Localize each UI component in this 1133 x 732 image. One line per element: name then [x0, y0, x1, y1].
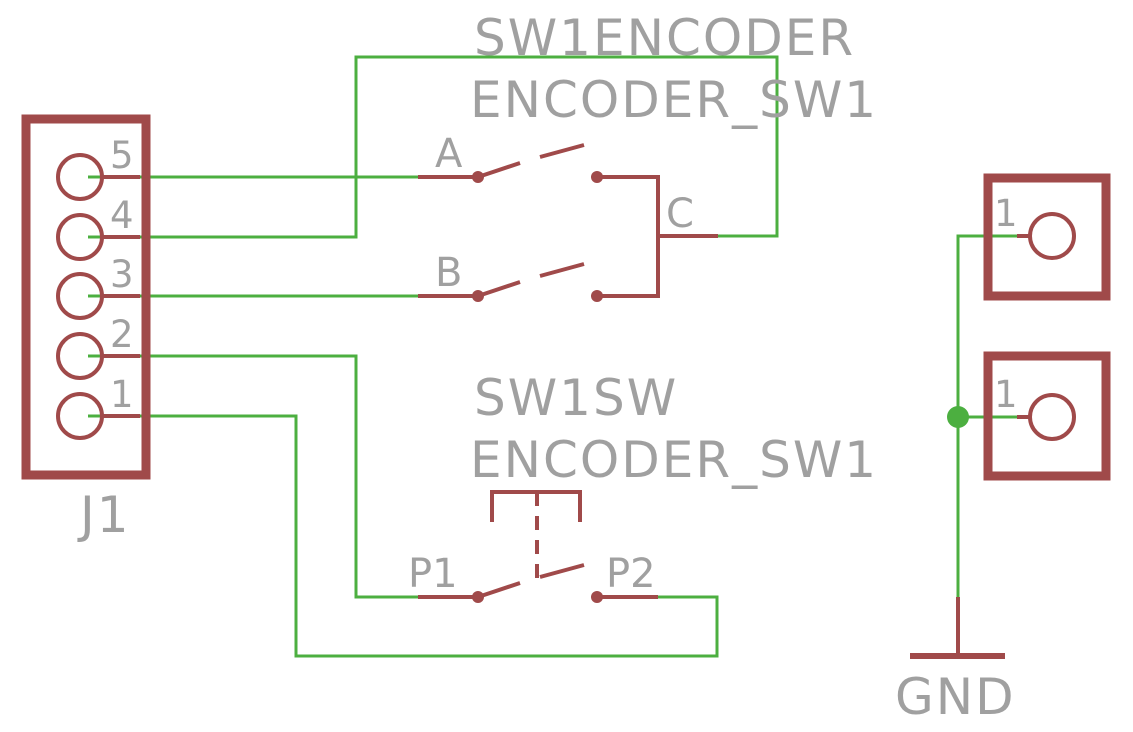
- pad-top[interactable]: 1: [983, 173, 1111, 301]
- encoder-pin-c-label: C: [666, 191, 694, 237]
- encoder-pin-b-label: B: [435, 250, 462, 296]
- pad-top-body: [983, 173, 1111, 301]
- encoder-name: SW1ENCODER: [474, 9, 855, 67]
- push-switch[interactable]: SW1SW ENCODER_SW1 P1 P2: [408, 369, 878, 603]
- pad-bottom-pin-label: 1: [994, 373, 1018, 416]
- ground-label: GND: [895, 668, 1016, 726]
- encoder-a-blade-2: [539, 143, 585, 159]
- connector-pin-1-label: 1: [110, 373, 134, 416]
- switch-name: SW1SW: [474, 369, 678, 427]
- connector-j1[interactable]: 5 4 3 2 1 J1: [21, 114, 151, 544]
- pad-top-pin-label: 1: [994, 192, 1018, 235]
- pad-bottom[interactable]: 1: [983, 351, 1111, 481]
- switch-value: ENCODER_SW1: [470, 431, 878, 489]
- switch-blade-2: [539, 563, 585, 579]
- pad-bottom-hole: [1028, 393, 1076, 441]
- ground-symbol[interactable]: GND: [895, 597, 1016, 726]
- connector-pin-4-label: 4: [110, 194, 134, 237]
- encoder-b-blade-1: [477, 280, 521, 298]
- pad-bottom-body: [983, 351, 1111, 481]
- encoder-a-blade-1: [477, 161, 521, 179]
- net-pin4-c[interactable]: [88, 55, 779, 239]
- net-pin1-p2[interactable]: [88, 414, 719, 658]
- connector-name: J1: [77, 486, 131, 544]
- wires: [88, 55, 1017, 658]
- connector-body: [21, 114, 151, 480]
- net-gnd[interactable]: [956, 234, 1017, 597]
- connector-pin-2-label: 2: [110, 313, 134, 356]
- switch-pin-p1-label: P1: [408, 551, 458, 597]
- junction-dot: [947, 406, 969, 428]
- net-pin2-p1[interactable]: [88, 354, 418, 599]
- connector-pin-3-label: 3: [110, 253, 134, 296]
- connector-pin-5-label: 5: [110, 134, 134, 177]
- encoder-b-blade-2: [539, 262, 585, 278]
- switch-pin-p2-label: P2: [606, 551, 656, 597]
- pad-top-hole: [1028, 212, 1076, 260]
- encoder-switch[interactable]: SW1ENCODER ENCODER_SW1 A B C: [418, 9, 878, 302]
- encoder-pin-a-label: A: [435, 131, 463, 177]
- encoder-value: ENCODER_SW1: [470, 71, 878, 129]
- encoder-common-bus: [597, 175, 660, 298]
- switch-blade-1: [477, 581, 521, 599]
